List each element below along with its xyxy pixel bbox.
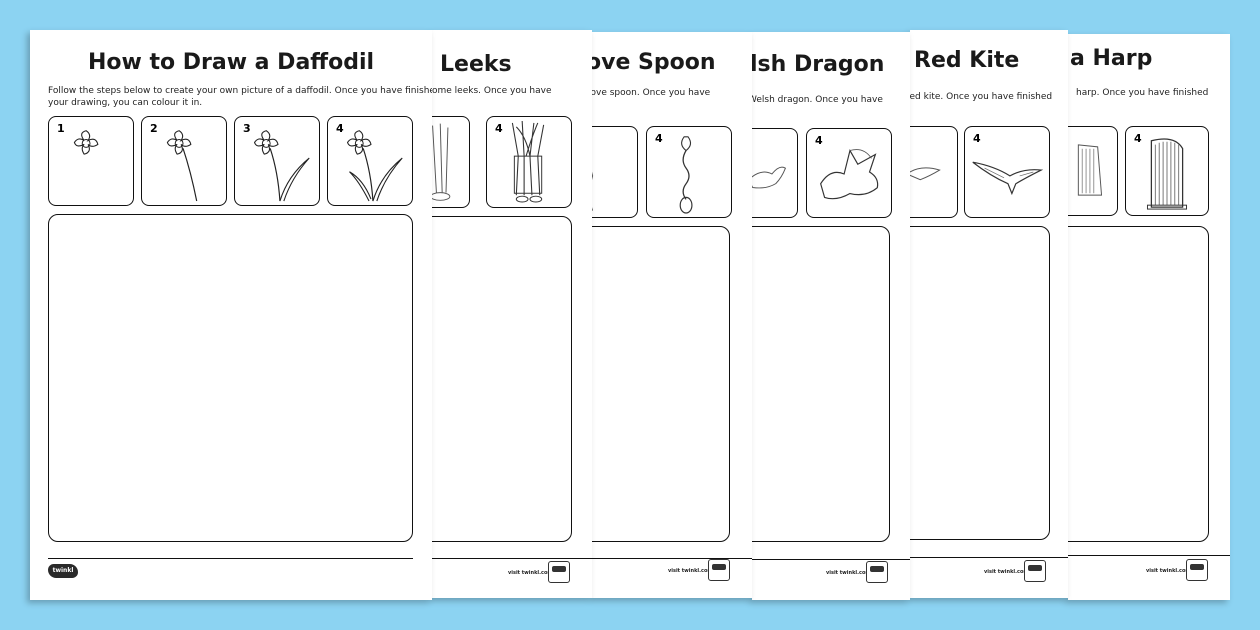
footer-url: visit twinkl.com — [508, 570, 553, 576]
worksheet-leeks: Leeks ome leeks. Once you have 4 visit t… — [432, 30, 592, 598]
footer-url: visit twinkl.com — [1146, 568, 1191, 574]
drawing-area[interactable] — [592, 226, 730, 542]
step-box-3 — [752, 128, 798, 218]
step-box-1: 1 — [48, 116, 134, 206]
step-box-3 — [592, 126, 638, 218]
daffodil-step1-illustration — [73, 130, 99, 155]
step-box-4: 4 — [646, 126, 732, 218]
page-title: How to Draw a Daffodil — [87, 50, 375, 75]
harp-step3-illustration — [1077, 144, 1103, 196]
leeks-illustration — [511, 120, 545, 203]
instructions: red kite. Once you have finished — [910, 92, 1053, 102]
instructions-line-2: your drawing, you can colour it in. — [48, 98, 203, 108]
footer-url: visit twinkl.com — [826, 570, 871, 576]
step-box-4: 4 — [327, 116, 413, 206]
worksheet-harp: a Harp harp. Once you have finished 4 vi… — [1068, 34, 1230, 600]
footer-divider — [432, 558, 592, 559]
instructions-line-1: Follow the steps below to create your ow… — [48, 86, 432, 96]
step-box-4: 4 — [964, 126, 1050, 218]
instructions: love spoon. Once you have — [592, 88, 711, 98]
daffodil-step4-illustration — [346, 130, 403, 202]
page-title: a Harp — [1070, 46, 1153, 71]
dragon-step3-illustration — [752, 166, 787, 189]
step-box-3: 3 — [234, 116, 320, 206]
step-box-4: 4 — [486, 116, 572, 208]
publisher-badge-icon — [866, 561, 888, 583]
step-number: 4 — [815, 134, 823, 147]
publisher-badge-icon — [1186, 559, 1208, 581]
step-number: 4 — [655, 132, 663, 145]
step-number: 3 — [243, 122, 251, 135]
footer-url: visit twinkl.com — [668, 568, 713, 574]
twinkl-logo: twinkl — [48, 564, 78, 578]
footer-divider — [48, 558, 413, 559]
red-kite-illustration — [972, 161, 1044, 196]
love-spoon-illustration — [679, 136, 693, 214]
publisher-badge-icon — [1024, 560, 1046, 582]
instructions: harp. Once you have finished — [1076, 88, 1209, 98]
footer-divider — [752, 559, 910, 560]
footer-divider — [592, 558, 752, 559]
worksheet-daffodil: How to Draw a Daffodil Follow the steps … — [30, 30, 432, 600]
daffodil-step2-illustration — [166, 130, 198, 202]
worksheet-red-kite: Red Kite red kite. Once you have finishe… — [910, 30, 1068, 598]
footer-url: visit twinkl.com — [984, 569, 1029, 575]
footer-divider — [1068, 555, 1230, 556]
worksheet-love-spoon: ove Spoon love spoon. Once you have 4 vi… — [592, 32, 752, 598]
drawing-area[interactable] — [1068, 226, 1209, 542]
publisher-badge-icon — [708, 559, 730, 581]
drawing-area[interactable] — [48, 214, 413, 542]
footer-divider — [910, 557, 1068, 558]
love-spoon-step3-illustration — [592, 171, 594, 211]
instructions: ome leeks. Once you have — [432, 86, 552, 96]
step-box-3 — [910, 126, 958, 218]
leeks-step3-illustration — [432, 123, 451, 201]
step-number: 2 — [150, 122, 158, 135]
step-box-4: 4 — [1125, 126, 1209, 216]
drawing-area[interactable] — [432, 216, 572, 542]
step-box-3 — [432, 116, 470, 208]
page-title: Red Kite — [914, 48, 1020, 73]
red-kite-step3-illustration — [910, 167, 941, 181]
page-title: Leeks — [440, 52, 512, 77]
drawing-area[interactable] — [910, 226, 1050, 540]
step-number: 4 — [1134, 132, 1142, 145]
worksheet-welsh-dragon: lsh Dragon Welsh dragon. Once you have 4… — [752, 32, 910, 600]
harp-illustration — [1146, 138, 1188, 210]
step-box-3 — [1068, 126, 1118, 216]
dragon-illustration — [820, 148, 879, 200]
step-number: 4 — [336, 122, 344, 135]
publisher-badge-icon — [548, 561, 570, 583]
daffodil-step3-illustration — [253, 130, 310, 202]
step-number: 4 — [495, 122, 503, 135]
drawing-area[interactable] — [752, 226, 890, 542]
step-box-4: 4 — [806, 128, 892, 218]
page-title: ove Spoon — [592, 50, 716, 75]
step-number: 1 — [57, 122, 65, 135]
instructions: Welsh dragon. Once you have — [752, 95, 883, 105]
page-title: lsh Dragon — [752, 52, 885, 77]
step-number: 4 — [973, 132, 981, 145]
step-box-2: 2 — [141, 116, 227, 206]
